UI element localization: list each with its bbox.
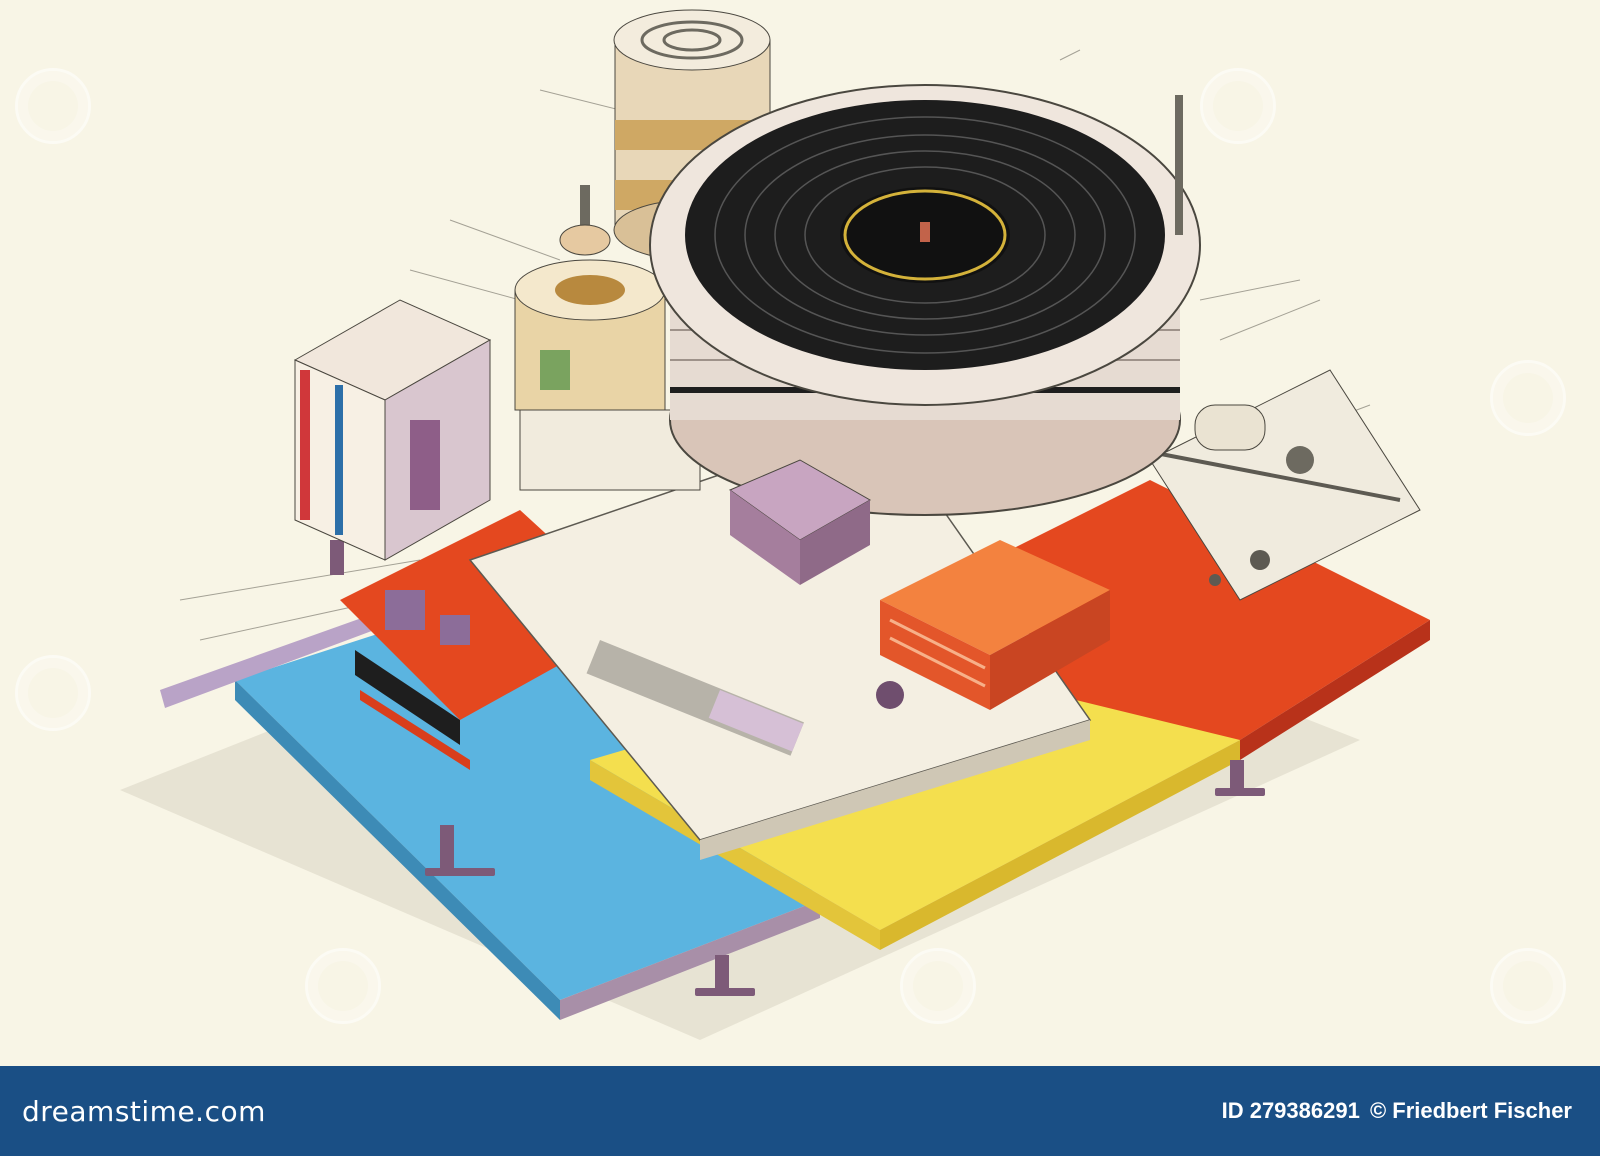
tonearm-assembly bbox=[1139, 369, 1421, 601]
white-deck bbox=[468, 419, 1092, 860]
watermark-logo bbox=[305, 948, 381, 1024]
brand-logo[interactable]: dreamstime.com bbox=[22, 1094, 266, 1128]
table-legs bbox=[330, 540, 1265, 996]
left-box-stack bbox=[293, 299, 492, 561]
turntable-illustration bbox=[120, 9, 1430, 1040]
watermark-logo bbox=[900, 948, 976, 1024]
construction-lines bbox=[179, 49, 1371, 641]
image-id: ID 279386291 bbox=[1221, 1098, 1360, 1123]
image-credit: ID 279386291 © Friedbert Fischer bbox=[1218, 1098, 1572, 1124]
center-mechanism bbox=[728, 459, 872, 585]
watermark-logo bbox=[1490, 948, 1566, 1024]
orange-block bbox=[880, 540, 1110, 710]
watermark-logo bbox=[1200, 68, 1276, 144]
watermark-logo bbox=[15, 68, 91, 144]
footer-bar: dreamstime.com ID 279386291 © Friedbert … bbox=[0, 1066, 1600, 1156]
watermark-logo bbox=[1490, 360, 1566, 436]
left-tower bbox=[514, 185, 701, 491]
platter bbox=[649, 84, 1201, 516]
author-credit: © Friedbert Fischer bbox=[1369, 1098, 1572, 1123]
illustration bbox=[15, 9, 1566, 1040]
watermark-logo bbox=[15, 655, 91, 731]
